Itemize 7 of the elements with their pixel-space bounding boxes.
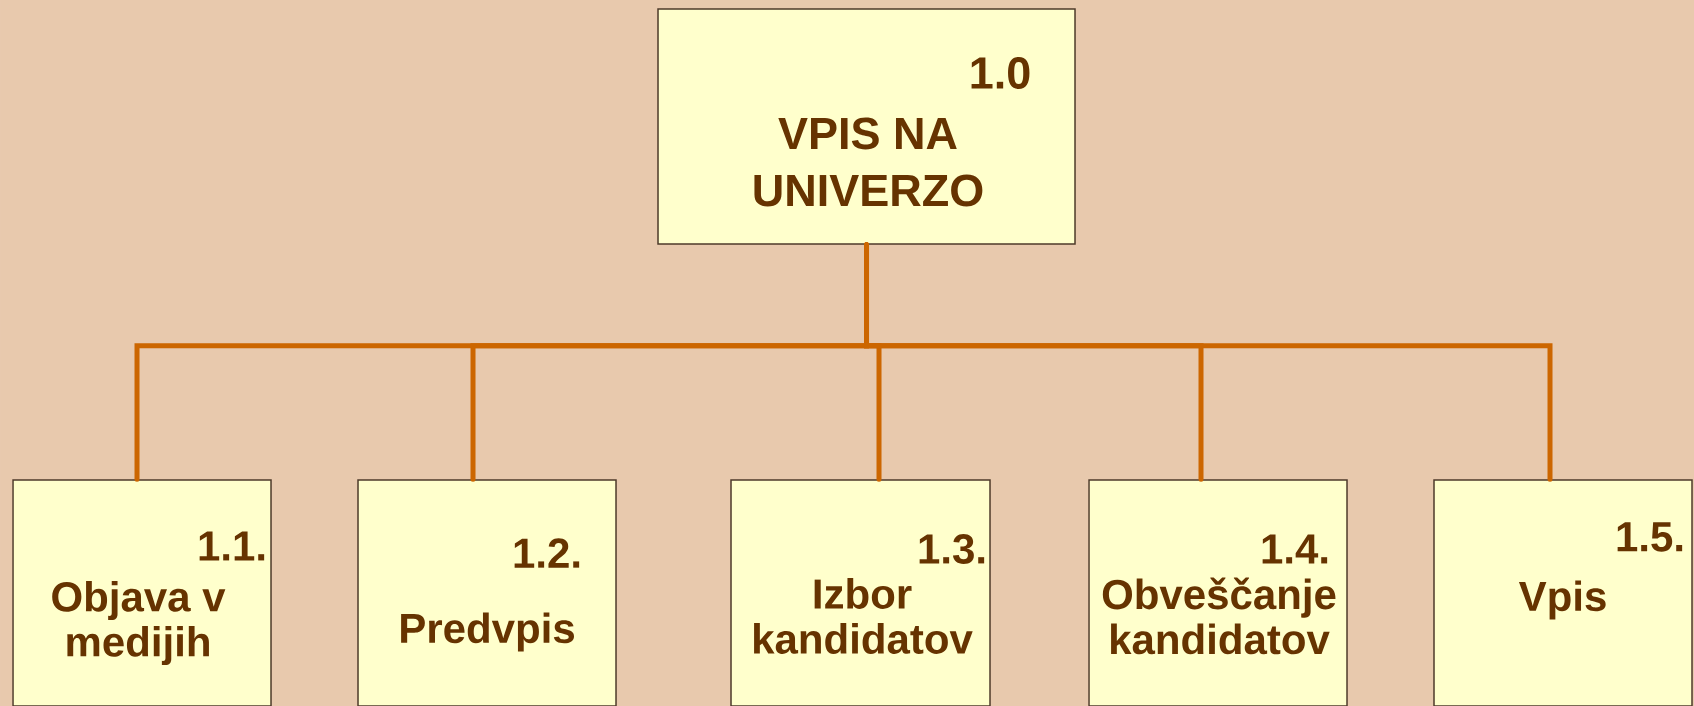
process-box: 1.0 VPIS NA UNIVERZO [657,8,1076,245]
process-box: 1.3. Izbor kandidatov [730,479,991,706]
process-box: 1.1. Objava v medijih [12,479,272,706]
process-box: 1.2. Predvpis [357,479,617,706]
connector-line [864,242,1553,482]
process-box: 1.4. Obveščanje kandidatov [1088,479,1348,706]
process-box: 1.5. Vpis [1433,479,1693,706]
